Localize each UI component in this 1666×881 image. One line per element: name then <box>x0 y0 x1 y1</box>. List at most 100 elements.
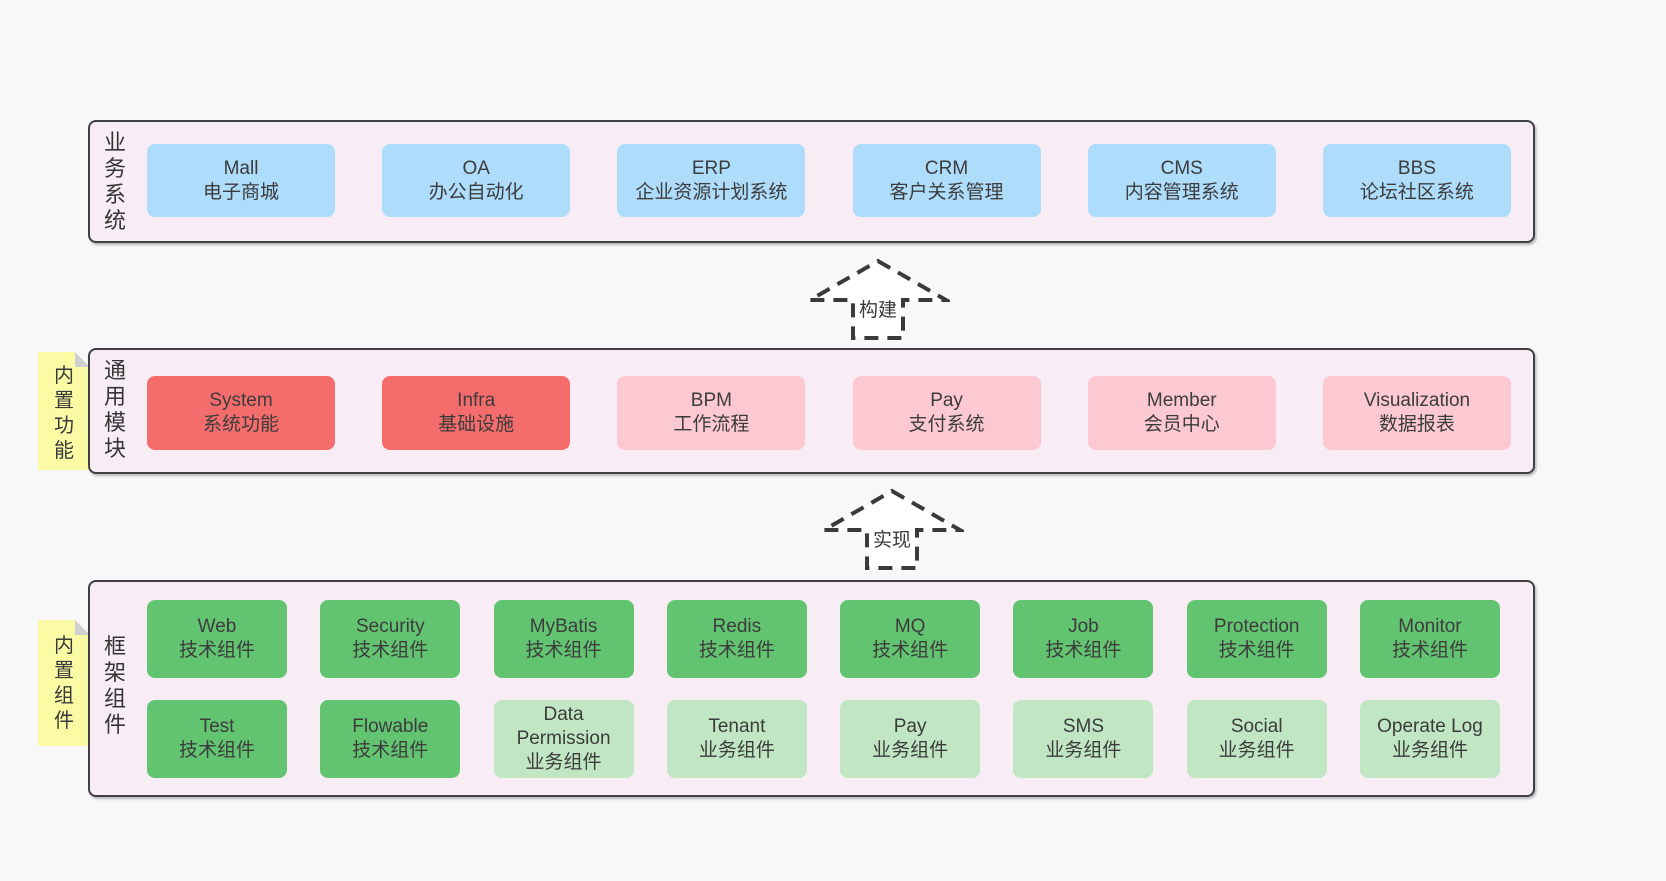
modules-box-row: System 系统功能 Infra 基础设施 BPM 工作流程 Pay 支付系统… <box>147 376 1511 450</box>
box-mybatis-en: MyBatis <box>529 616 598 637</box>
box-security-en: Security <box>355 616 425 637</box>
components-row-1: Web 技术组件 Security 技术组件 MyBatis 技术组件 Redi… <box>147 600 1500 678</box>
box-cms-en: CMS <box>1160 157 1203 179</box>
box-bbs-en: BBS <box>1397 157 1436 179</box>
build-arrow: 构建 <box>806 258 950 342</box>
box-test-zh: 技术组件 <box>178 740 255 761</box>
box-tenant-en: Tenant <box>708 716 766 737</box>
box-job: Job 技术组件 <box>1013 600 1154 678</box>
box-pay-component-en: Pay <box>893 716 927 737</box>
box-pay-module-zh: 支付系统 <box>908 414 985 435</box>
box-test: Test 技术组件 <box>147 700 287 778</box>
box-job-en: Job <box>1068 616 1099 637</box>
box-visualization: Visualization 数据报表 <box>1322 376 1511 450</box>
box-oa: OA 办公自动化 <box>382 144 571 217</box>
box-monitor-en: Monitor <box>1398 616 1462 637</box>
implement-arrow: 实现 <box>820 488 964 572</box>
box-erp-en: ERP <box>691 157 731 179</box>
note-built-in-features-label: 内置功能 <box>54 365 74 462</box>
box-member-zh: 会员中心 <box>1143 414 1220 435</box>
box-mall-zh: 电子商城 <box>202 181 279 203</box>
panel-modules-vertical-label: 通用模块 <box>103 358 126 461</box>
box-pay-module-en: Pay <box>930 390 963 411</box>
box-flowable-en: Flowable <box>352 716 429 737</box>
box-system-zh: 系统功能 <box>202 414 279 435</box>
box-system-en: System <box>209 390 273 411</box>
box-protection-en: Protection <box>1213 616 1300 637</box>
box-sms-en: SMS <box>1062 716 1104 737</box>
box-crm-zh: 客户关系管理 <box>889 181 1004 203</box>
box-bpm: BPM 工作流程 <box>617 376 806 450</box>
box-crm: CRM 客户关系管理 <box>852 144 1041 217</box>
components-row-2: Test 技术组件 Flowable 技术组件 Data Permission … <box>147 700 1500 778</box>
box-flowable-zh: 技术组件 <box>352 740 429 761</box>
box-mq: MQ 技术组件 <box>840 600 981 678</box>
box-social: Social 业务组件 <box>1186 700 1327 778</box>
box-mq-zh: 技术组件 <box>872 640 949 661</box>
box-flowable: Flowable 技术组件 <box>320 700 461 778</box>
box-security-zh: 技术组件 <box>352 640 429 661</box>
box-mybatis-zh: 技术组件 <box>525 640 602 661</box>
box-mq-en: MQ <box>894 616 926 637</box>
box-redis-zh: 技术组件 <box>698 640 775 661</box>
box-system: System 系统功能 <box>147 376 335 450</box>
box-oa-zh: 办公自动化 <box>428 181 524 203</box>
box-redis-en: Redis <box>712 616 762 637</box>
box-data-permission-en: Data Permission <box>516 704 611 749</box>
box-tenant: Tenant 业务组件 <box>666 700 807 778</box>
box-bbs-zh: 论坛社区系统 <box>1359 181 1474 203</box>
box-web: Web 技术组件 <box>147 600 287 678</box>
box-bpm-zh: 工作流程 <box>673 414 750 435</box>
box-cms: CMS 内容管理系统 <box>1087 144 1276 217</box>
box-erp-zh: 企业资源计划系统 <box>635 181 788 203</box>
box-job-zh: 技术组件 <box>1045 640 1122 661</box>
box-protection: Protection 技术组件 <box>1186 600 1327 678</box>
panel-common-modules: 通用模块 System 系统功能 Infra 基础设施 BPM 工作流程 Pay… <box>88 348 1535 474</box>
box-operate-log-en: Operate Log <box>1377 716 1483 737</box>
box-sms-zh: 业务组件 <box>1045 740 1122 761</box>
panel-business-vertical-label: 业务系统 <box>103 130 126 233</box>
box-monitor-zh: 技术组件 <box>1391 640 1468 661</box>
box-tenant-zh: 业务组件 <box>698 740 775 761</box>
sticky-note-built-in-components: 内置组件 <box>38 620 90 746</box>
box-visualization-en: Visualization <box>1363 390 1471 411</box>
box-redis: Redis 技术组件 <box>666 600 807 678</box>
box-data-permission-zh: 业务组件 <box>525 752 602 773</box>
box-mall: Mall 电子商城 <box>147 144 335 217</box>
box-member-en: Member <box>1146 390 1217 411</box>
box-test-en: Test <box>199 716 235 737</box>
box-pay-component: Pay 业务组件 <box>840 700 981 778</box>
box-social-en: Social <box>1230 716 1283 737</box>
box-infra-zh: 基础设施 <box>438 414 515 435</box>
box-member: Member 会员中心 <box>1087 376 1276 450</box>
panel-framework-components: 框架组件 Web 技术组件 Security 技术组件 MyBatis 技术组件… <box>88 580 1535 797</box>
box-mybatis: MyBatis 技术组件 <box>493 600 634 678</box>
business-box-row: Mall 电子商城 OA 办公自动化 ERP 企业资源计划系统 CRM 客户关系… <box>147 144 1511 217</box>
box-pay-component-zh: 业务组件 <box>872 740 949 761</box>
box-monitor: Monitor 技术组件 <box>1359 600 1500 678</box>
panel-components-vertical-label: 框架组件 <box>103 634 126 737</box>
box-visualization-zh: 数据报表 <box>1378 414 1455 435</box>
box-operate-log-zh: 业务组件 <box>1391 740 1468 761</box>
implement-arrow-label: 实现 <box>869 524 915 553</box>
box-crm-en: CRM <box>924 157 969 179</box>
panel-business-systems: 业务系统 Mall 电子商城 OA 办公自动化 ERP 企业资源计划系统 CRM… <box>88 120 1535 243</box>
box-sms: SMS 业务组件 <box>1013 700 1154 778</box>
box-social-zh: 业务组件 <box>1218 740 1295 761</box>
box-oa-en: OA <box>462 157 490 179</box>
box-mall-en: Mall <box>223 157 259 179</box>
box-pay-module: Pay 支付系统 <box>852 376 1041 450</box>
box-security: Security 技术组件 <box>320 600 461 678</box>
box-web-en: Web <box>197 616 237 637</box>
box-protection-zh: 技术组件 <box>1218 640 1295 661</box>
box-cms-zh: 内容管理系统 <box>1124 181 1239 203</box>
box-bpm-en: BPM <box>690 390 732 411</box>
note-built-in-components-label: 内置组件 <box>54 635 74 732</box>
box-infra-en: Infra <box>457 390 496 411</box>
box-operate-log: Operate Log 业务组件 <box>1359 700 1500 778</box>
box-data-permission: Data Permission 业务组件 <box>493 700 634 778</box>
box-bbs: BBS 论坛社区系统 <box>1322 144 1511 217</box>
build-arrow-label: 构建 <box>855 294 901 323</box>
sticky-note-built-in-features: 内置功能 <box>38 352 90 470</box>
box-infra: Infra 基础设施 <box>382 376 571 450</box>
